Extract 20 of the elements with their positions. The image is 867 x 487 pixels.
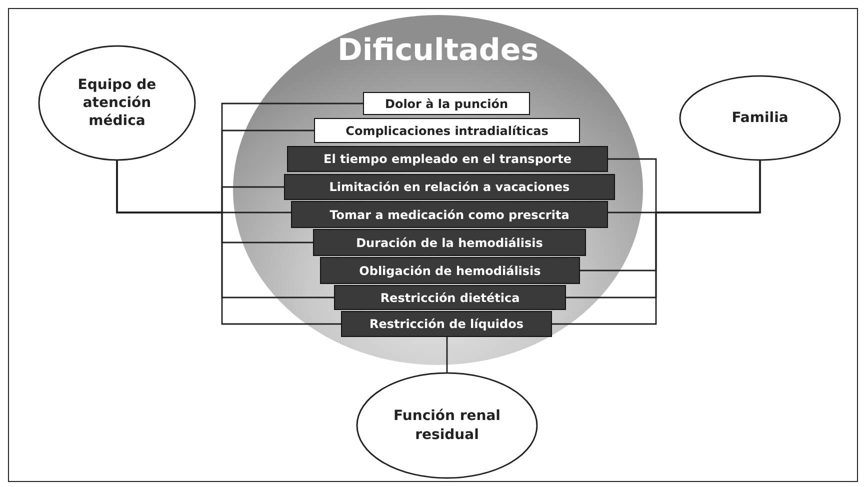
difficulty-box: Duración de la hemodiálisis <box>313 229 586 256</box>
ellipse-node <box>680 76 840 160</box>
connector-line <box>552 160 761 325</box>
difficulty-box: Restricción de líquidos <box>341 311 552 337</box>
difficulty-box: Limitación en relación a vacaciones <box>284 174 615 200</box>
ellipse-node <box>39 46 195 160</box>
circle-label: Dificultades <box>337 33 539 68</box>
difficulty-box: Tomar a medicación como prescrita <box>291 201 608 228</box>
ellipse-node <box>357 373 537 478</box>
node-label: Familia <box>732 108 788 128</box>
difficulty-box: Restricción dietética <box>334 285 566 310</box>
connector-line <box>116 160 341 325</box>
difficulty-box: El tiempo empleado en el transporte <box>287 146 608 172</box>
difficulties-circle <box>233 15 643 365</box>
difficulty-box: Complicaciones intradialíticas <box>314 118 580 143</box>
connector-line <box>446 337 448 373</box>
node-label: Equipo de atención médica <box>76 76 158 130</box>
difficulty-box: Dolor à la punción <box>363 92 530 115</box>
difficulty-box: Obligación de hemodiálisis <box>320 257 580 284</box>
node-label: Función renal residual <box>392 407 502 444</box>
